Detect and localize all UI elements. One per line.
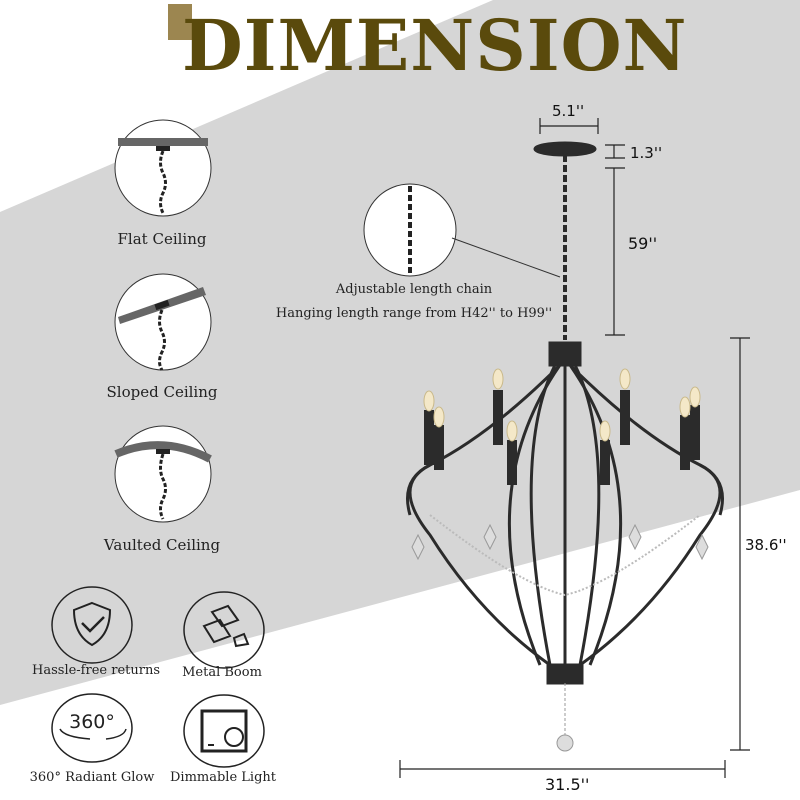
page-title: DIMENSION <box>182 4 688 87</box>
canopy-height-dimension: 1.3'' <box>630 144 663 162</box>
metal-boom-label: Metal Boom <box>182 665 262 680</box>
body-width-dimension: 31.5'' <box>545 775 590 794</box>
rotate-360-icon: 360° <box>50 693 134 763</box>
chandelier-image <box>406 141 724 752</box>
chain-note-line2: Hanging length range from H42'' to H99'' <box>275 306 553 321</box>
title-accent <box>168 4 192 40</box>
dimmable-light-label: Dimmable Light <box>170 770 276 785</box>
metal-bars-icon <box>183 591 265 669</box>
sloped-ceiling-icon <box>114 273 212 371</box>
vaulted-ceiling-icon <box>114 425 212 523</box>
chain-note-line1: Adjustable length chain <box>335 282 493 297</box>
hassle-free-returns-label: Hassle-free returns <box>32 663 160 678</box>
body-height-dimension: 38.6'' <box>745 536 787 554</box>
flat-ceiling-icon <box>114 119 212 217</box>
radiant-glow-label: 360° Radiant Glow <box>29 770 155 785</box>
vaulted-ceiling-label: Vaulted Ceiling <box>103 536 221 554</box>
chain-length-dimension: 59'' <box>628 234 658 253</box>
canopy-width-dimension: 5.1'' <box>552 102 585 120</box>
360-text: 360° <box>69 711 115 733</box>
flat-ceiling-label: Flat Ceiling <box>117 230 207 248</box>
shield-check-icon <box>51 586 133 664</box>
sloped-ceiling-label: Sloped Ceiling <box>106 383 218 401</box>
dimmer-switch-icon <box>183 694 265 768</box>
chain-detail-callout <box>363 183 561 278</box>
